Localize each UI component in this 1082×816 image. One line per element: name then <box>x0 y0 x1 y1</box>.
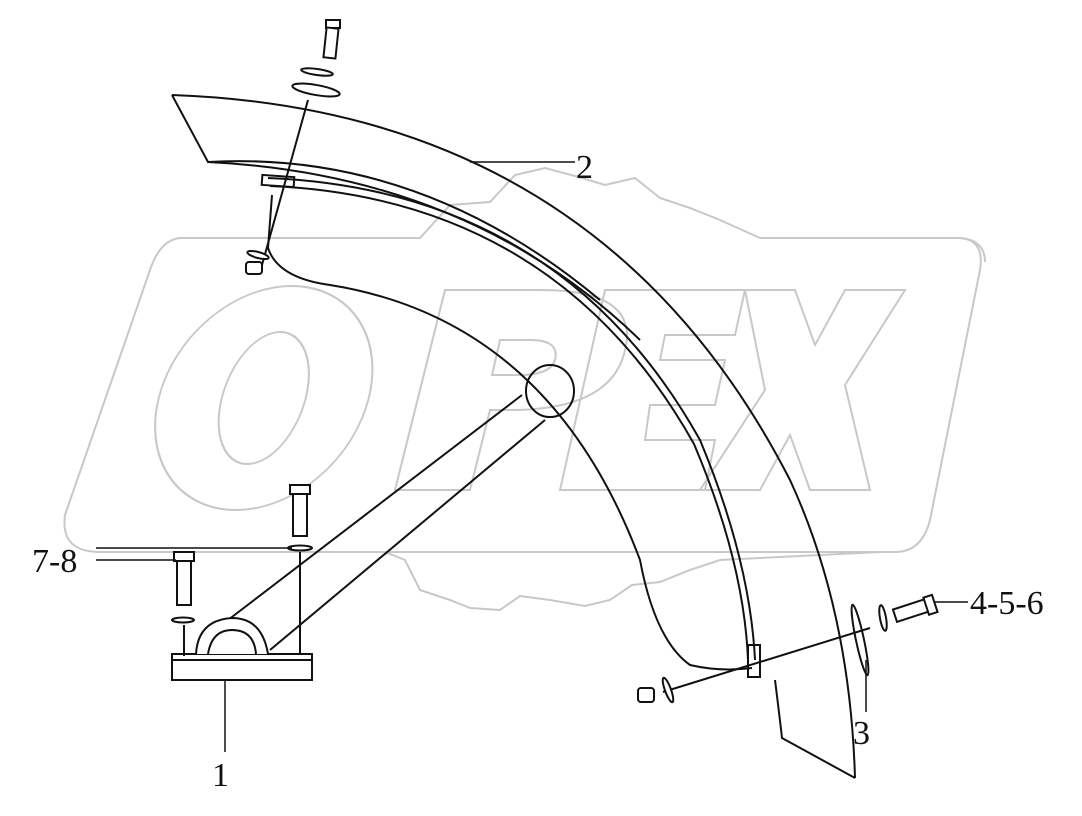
fender-top-bracket <box>260 173 296 189</box>
callout-2: 2 <box>576 149 593 186</box>
right-washer-a-icon <box>878 604 888 632</box>
opex-watermark <box>63 166 986 612</box>
right-bolt-axis <box>662 627 871 693</box>
callout-4-5-6: 4-5-6 <box>970 585 1044 622</box>
callout-1: 1 <box>212 757 229 794</box>
support-bracket <box>171 394 546 681</box>
fender-side-panel-edge <box>207 161 641 341</box>
top-washer-a-icon <box>300 67 334 77</box>
center-bolt-icon <box>289 484 311 537</box>
left-bolt-icon <box>173 551 195 606</box>
callout-labels: 1 2 3 4-5-6 7-8 <box>32 149 1044 794</box>
watermark-letter-o-inner <box>217 331 310 465</box>
fender-inner-rim-a <box>267 177 756 661</box>
leader-lines <box>96 161 968 752</box>
top-washer-c-icon <box>246 249 270 261</box>
callout-3: 3 <box>853 715 870 752</box>
watermark-letter-e <box>558 289 747 491</box>
watermark-gear-top <box>330 166 986 263</box>
fender-top-end <box>171 94 601 301</box>
hardware <box>171 19 939 704</box>
base-saddle <box>195 616 269 655</box>
support-arm <box>227 394 546 651</box>
right-washer-b-icon <box>850 603 870 677</box>
top-washer-b-icon <box>291 82 341 98</box>
top-bolt-axis <box>261 99 309 266</box>
watermark-band <box>63 237 982 553</box>
watermark-gear-bottom <box>384 551 881 612</box>
fender-inner-panel <box>266 194 753 671</box>
right-nut-icon <box>637 687 655 703</box>
top-bolt-icon <box>322 19 341 60</box>
fender-outer-edge <box>171 94 856 779</box>
base-plate <box>171 653 313 681</box>
right-washer-c-icon <box>661 676 675 704</box>
fender-bottom-end <box>774 679 856 779</box>
right-bolt-icon <box>891 593 939 624</box>
left-washer-icon <box>171 616 195 624</box>
callout-7-8: 7-8 <box>32 543 77 580</box>
watermark-letter-o <box>154 285 374 511</box>
fender-mount-hole <box>525 364 575 418</box>
top-nut-icon <box>245 261 263 275</box>
fender-inner-rim-b <box>269 185 749 661</box>
watermark-letter-x <box>698 289 907 491</box>
fender-assembly <box>171 94 856 779</box>
